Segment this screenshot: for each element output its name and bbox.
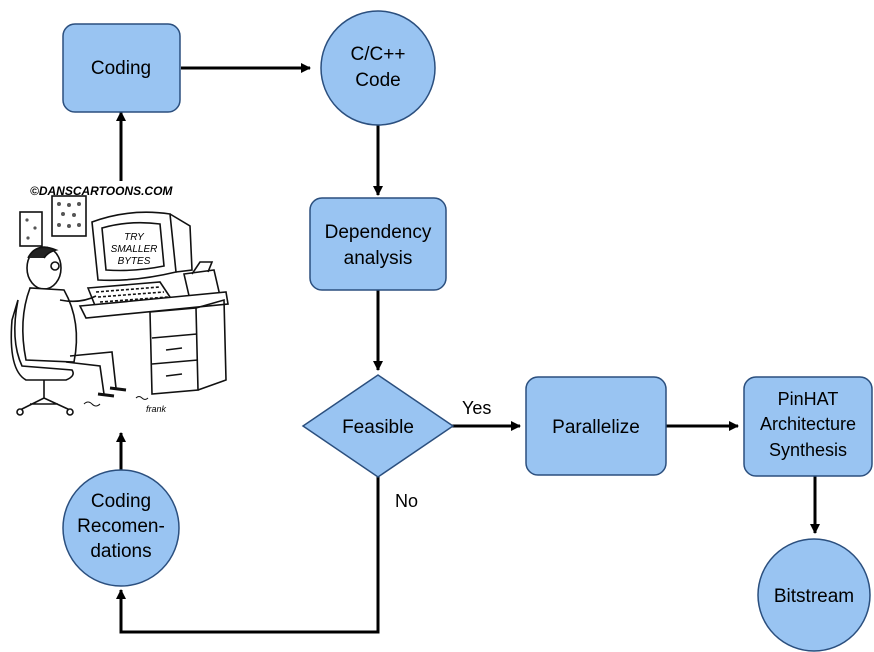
person-glasses [50, 261, 60, 271]
pinhat-label-line-3: Synthesis [769, 440, 847, 460]
cartoon-watermark: ©DANSCARTOONS.COM [30, 184, 173, 198]
recommendations-label-line-2: Recomen- [77, 516, 165, 537]
bitstream-label: Bitstream [774, 586, 854, 607]
cartoon-illustration: ©DANSCARTOONS.COM TRY SMALLER BYTES [10, 181, 232, 429]
node-pinhat-synthesis: PinHAT Architecture Synthesis [743, 376, 873, 477]
recommendations-circle [62, 469, 180, 587]
person-legs [65, 351, 117, 395]
bitstream-circle [757, 538, 871, 652]
parallelize-box [525, 376, 667, 476]
dependency-label-line-2: analysis [344, 248, 413, 269]
dependency-box [309, 197, 447, 291]
node-feasible: Feasible [301, 374, 455, 478]
cartoon-signature: frank [146, 404, 167, 414]
coding-box-label: Coding [91, 58, 151, 79]
monitor-screen [101, 221, 165, 272]
node-coding: Coding [62, 23, 181, 113]
printer-paper [191, 261, 214, 275]
feasible-label: Feasible [342, 417, 414, 438]
parallelize-label: Parallelize [552, 417, 640, 438]
recommendations-label-line-1: Coding [91, 491, 151, 512]
monitor-text-line-3: BYTES [118, 256, 151, 267]
pinhat-label-line-1: PinHAT [778, 389, 839, 409]
cpp-code-label-line-2: Code [355, 70, 400, 91]
recommendations-label-line-3: dations [90, 541, 151, 562]
node-cpp-code: C/C++ Code [320, 10, 436, 126]
edge-feasible-to-recommendations [116, 476, 380, 634]
person-body [22, 287, 78, 363]
monitor-text-line-2: SMALLER [111, 244, 158, 255]
monitor-text-line-1: TRY [124, 232, 145, 243]
desk-pedestal [149, 307, 199, 395]
desk-side [195, 298, 227, 391]
node-bitstream: Bitstream [757, 538, 871, 652]
chair-base [19, 380, 71, 411]
keyboard-keys [95, 286, 169, 303]
person-shoes [97, 386, 127, 398]
coding-box [62, 23, 181, 113]
person-hair [27, 246, 59, 259]
node-dependency-analysis: Dependency analysis [309, 197, 447, 291]
pinhat-box [743, 376, 873, 477]
floor-scribble [83, 396, 149, 407]
monitor-back [169, 213, 193, 273]
chair-wheel [16, 408, 24, 416]
cpp-code-circle [320, 10, 436, 126]
node-parallelize: Parallelize [525, 376, 667, 476]
dependency-label-line-1: Dependency [325, 222, 432, 243]
desk-top [78, 291, 229, 319]
no-label: No [395, 491, 418, 511]
desk-drawers [151, 333, 199, 377]
chair-wheel [66, 408, 74, 416]
edges [116, 63, 820, 634]
node-coding-recommendations: Coding Recomen- dations [62, 469, 180, 587]
wall-picture-left [19, 211, 43, 247]
feasible-diamond [301, 374, 455, 478]
pinhat-label-line-2: Architecture [760, 414, 856, 434]
wall-picture-right [51, 195, 87, 237]
yes-label: Yes [462, 398, 491, 418]
person-arm [59, 295, 97, 303]
wall-picture-pattern [25, 202, 81, 240]
chair [10, 299, 74, 381]
cpp-code-label-line-1: C/C++ [351, 44, 406, 65]
